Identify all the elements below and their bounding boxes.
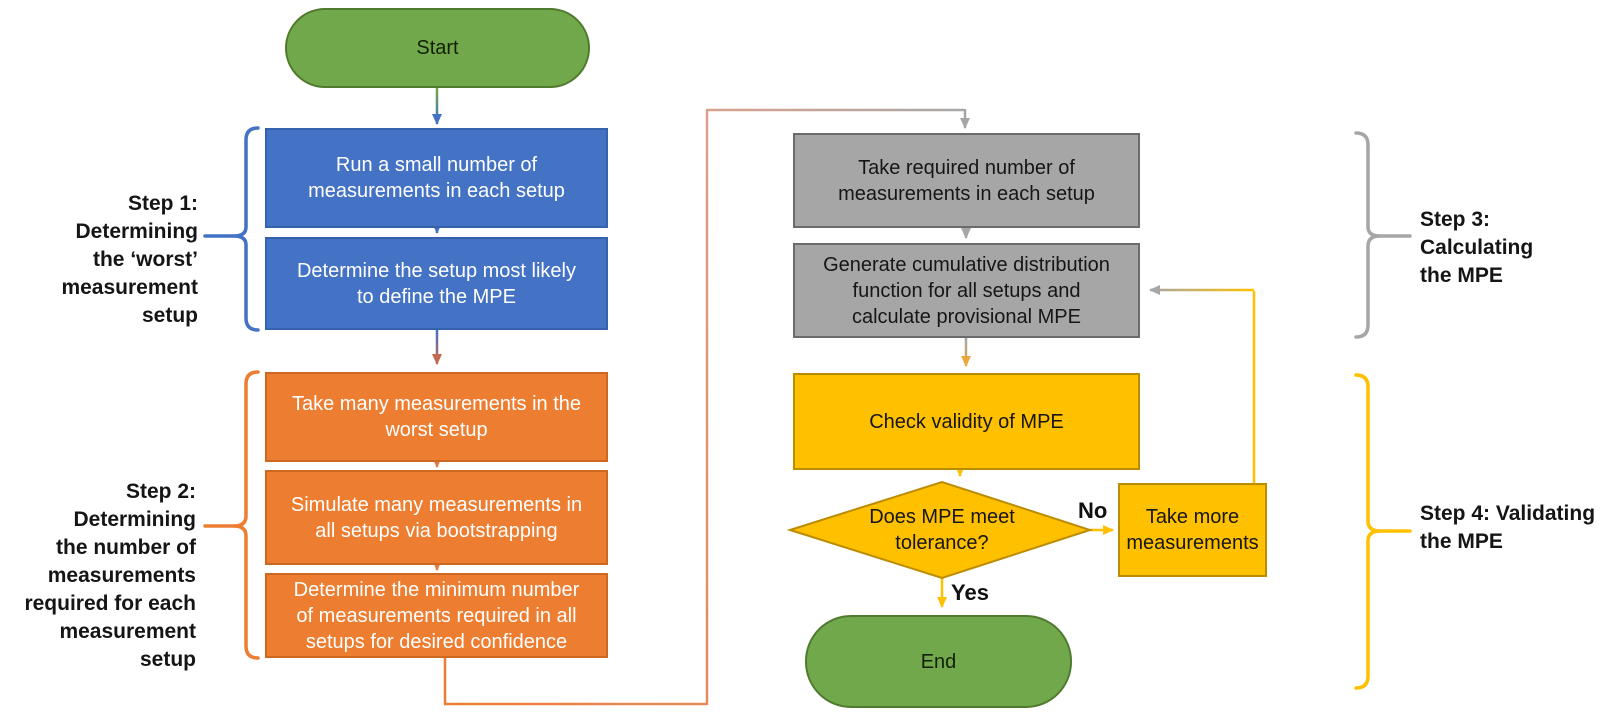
node-take-required-measurements: Take required number of measurements in … [793, 133, 1140, 228]
node-end-label: End [920, 650, 957, 673]
node-generate-cdf: Generate cumulative distribution functio… [793, 243, 1140, 338]
node-text-line: setups for desired confidence [305, 630, 568, 653]
node-text-line: Check validity of MPE [869, 410, 1064, 433]
step1-label-line: measurement setup [61, 275, 198, 327]
node-take-more-measurements: Take more measurements [1118, 483, 1267, 577]
step2-label-line: measurement setup [59, 619, 196, 671]
node-decision: Does MPE meet tolerance? [840, 496, 1044, 564]
decision-diamond-shape [786, 480, 1094, 580]
node-text-line: of measurements required in all [296, 604, 577, 627]
step2-label-line: the number of [56, 535, 196, 559]
node-start: Start [285, 8, 590, 88]
node-text-line: Run a small number of [335, 154, 538, 176]
step4-label-line: the MPE [1420, 529, 1503, 553]
step1-label-line: Step 1: Determining [75, 192, 198, 243]
branch-label-no: No [1078, 498, 1108, 523]
node-determine-setup: Determine the setup most likely to defin… [265, 237, 608, 330]
step2-label: Step 2: Determining the number of measur… [0, 478, 196, 673]
step4-brace [1354, 373, 1412, 690]
node-text-line: calculate provisional MPE [851, 305, 1081, 328]
node-text-line: Does MPE meet [869, 506, 1015, 528]
node-run-small-measurements: Run a small number of measurements in ea… [265, 128, 608, 228]
node-determine-minimum-number: Determine the minimum number of measurem… [265, 573, 608, 658]
step3-brace [1354, 131, 1412, 339]
node-text-line: Take many measurements in the [291, 393, 582, 415]
step2-label-line: required for each [24, 591, 196, 615]
node-simulate-measurements: Simulate many measurements in all setups… [265, 470, 608, 565]
node-text-line: Simulate many measurements in [290, 493, 583, 516]
node-text-line: Generate cumulative distribution [823, 253, 1110, 276]
step3-label-line: Step 3: Calculating [1420, 208, 1534, 259]
node-text-line: measurements in each setup [308, 180, 565, 202]
step2-brace [203, 370, 260, 660]
step1-label: Step 1: Determining the ‘worst’ measurem… [0, 190, 198, 330]
node-text-line: tolerance? [895, 532, 989, 554]
branch-label-yes: Yes [951, 580, 989, 605]
node-text-line: measurements [1126, 532, 1259, 554]
step4-label-line: Step 4: Validating [1420, 502, 1596, 525]
node-text-line: worst setup [385, 419, 488, 441]
node-text-line: Determine the minimum number [293, 578, 580, 601]
node-text-line: measurements in each setup [838, 182, 1095, 205]
node-text-line: Take more [1145, 506, 1240, 528]
node-end: End [805, 615, 1072, 708]
step3-label: Step 3: Calculating the MPE [1420, 206, 1600, 290]
step1-brace [203, 126, 260, 332]
node-text-line: Take required number of [858, 156, 1075, 179]
step4-label: Step 4: Validating the MPE [1420, 500, 1600, 556]
node-text-line: all setups via bootstrapping [315, 519, 558, 542]
node-start-label: Start [416, 37, 459, 59]
node-text-line: to define the MPE [357, 285, 516, 308]
step3-label-line: the MPE [1420, 263, 1503, 287]
step2-label-line: Step 2: Determining [73, 480, 196, 531]
node-take-many-measurements: Take many measurements in the worst setu… [265, 372, 608, 462]
step2-label-line: measurements [47, 563, 196, 587]
node-text-line: function for all setups and [852, 279, 1081, 302]
node-check-validity: Check validity of MPE [793, 373, 1140, 470]
step1-label-line: the ‘worst’ [92, 247, 198, 271]
node-text-line: Determine the setup most likely [296, 259, 576, 282]
